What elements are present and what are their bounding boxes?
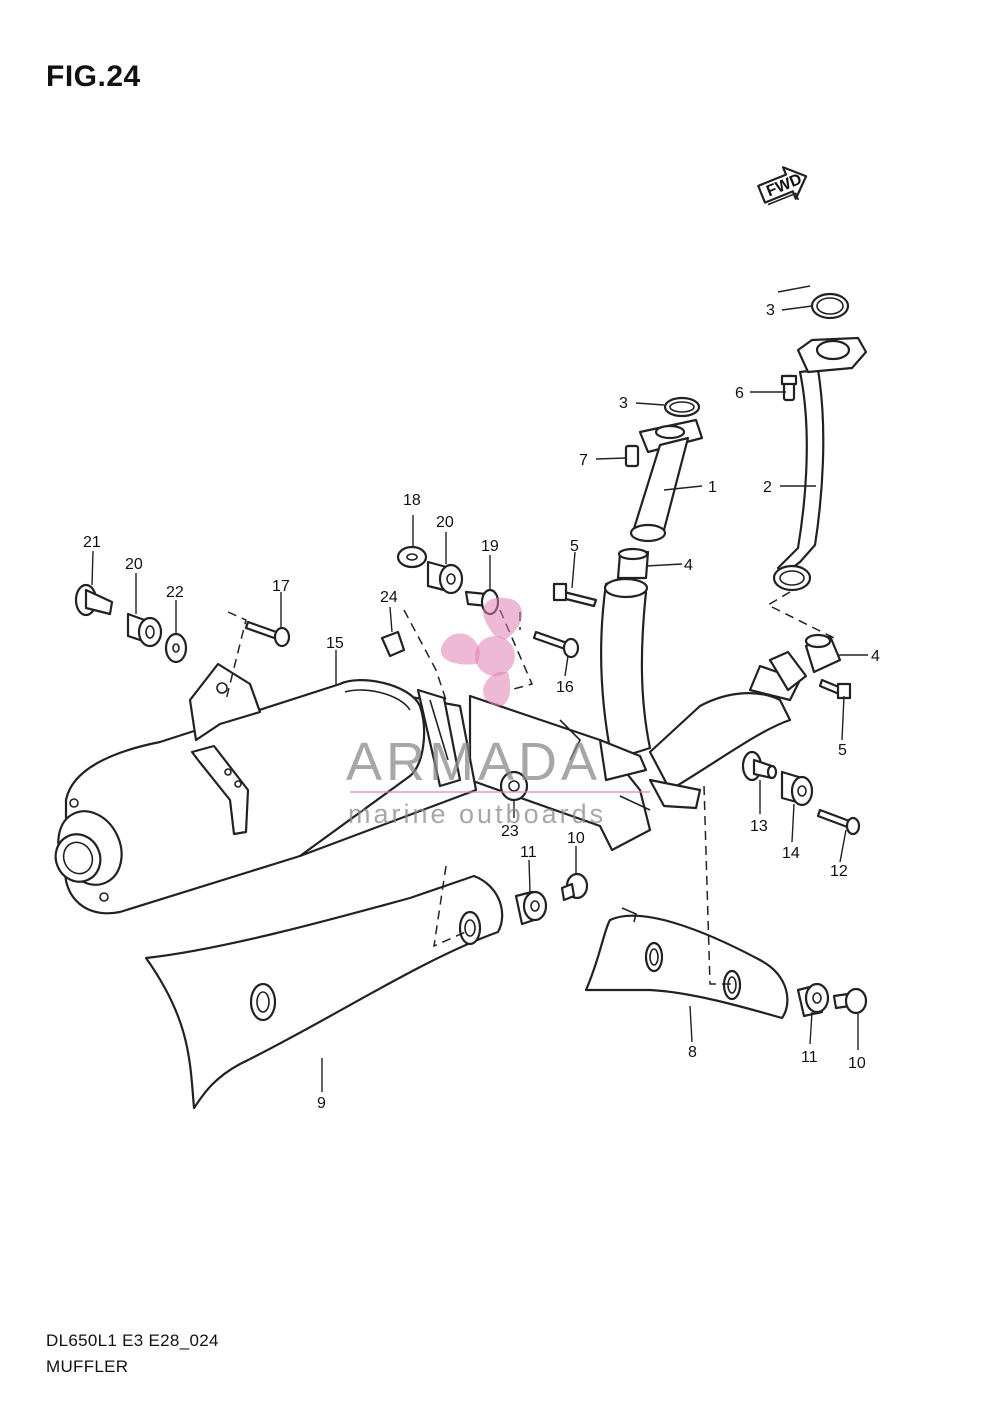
callout-24: 24 xyxy=(380,589,398,606)
part-gasket-middle xyxy=(663,396,701,418)
callout-5-middle: 5 xyxy=(570,538,579,555)
callout-8: 8 xyxy=(688,1044,697,1061)
callout-13: 13 xyxy=(750,818,768,835)
part-bolt-10-middle xyxy=(560,872,589,902)
callout-1: 1 xyxy=(708,479,717,496)
part-heat-shield-right xyxy=(584,907,789,1020)
part-silencer xyxy=(54,662,478,915)
part-gasket-right xyxy=(810,292,850,320)
part-bolt-6 xyxy=(780,374,798,402)
part-bolt-16 xyxy=(532,630,580,659)
part-bolt-12 xyxy=(816,808,861,836)
callout-11-right: 11 xyxy=(801,1049,818,1066)
callouts: 1 2 3 3 4 4 5 5 6 7 8 9 10 10 11 11 12 1… xyxy=(83,302,880,1112)
part-grommet-18 xyxy=(396,545,428,569)
part-bushing-20-left xyxy=(126,612,163,648)
callout-20-left: 20 xyxy=(125,556,143,573)
part-bushing-14 xyxy=(780,770,814,807)
callout-5-right: 5 xyxy=(838,742,847,759)
propeller-logo-icon xyxy=(440,597,523,707)
callout-22: 22 xyxy=(166,584,184,601)
callout-6: 6 xyxy=(735,385,744,402)
fwd-arrow-icon: FWD xyxy=(757,166,808,206)
callout-21: 21 xyxy=(83,534,101,551)
part-collar-13 xyxy=(741,750,778,782)
callout-3-right: 3 xyxy=(766,302,775,319)
callout-15: 15 xyxy=(326,635,344,652)
callout-11-middle: 11 xyxy=(520,844,537,861)
callout-10-right: 10 xyxy=(848,1055,866,1072)
callout-19: 19 xyxy=(481,538,499,555)
callout-17: 17 xyxy=(272,578,290,595)
leader-lines xyxy=(91,285,868,1092)
part-nut-24 xyxy=(380,630,406,658)
part-bolt-7 xyxy=(624,444,640,468)
part-bolt-5-middle xyxy=(552,582,598,608)
part-bolt-21 xyxy=(74,583,114,617)
callout-14: 14 xyxy=(782,845,800,862)
part-bolt-17 xyxy=(244,620,291,648)
callout-9: 9 xyxy=(317,1095,326,1112)
guide-line-pipe-right xyxy=(766,591,839,641)
callout-16: 16 xyxy=(556,679,574,696)
callout-20-middle: 20 xyxy=(436,514,454,531)
part-exhaust-pipe-front xyxy=(629,418,704,543)
part-bolt-10-right xyxy=(832,987,868,1015)
callout-7: 7 xyxy=(579,452,588,469)
figure-code: DL650L1 E3 E28_024 xyxy=(46,1331,219,1350)
callout-4-right: 4 xyxy=(871,648,880,665)
part-heat-shield-left xyxy=(144,874,504,1110)
watermark-tagline: marine outboards xyxy=(348,799,606,829)
part-bushing-11-right xyxy=(796,982,830,1018)
callout-18: 18 xyxy=(403,492,421,509)
callout-2: 2 xyxy=(763,479,772,496)
figure-title: FIG.24 xyxy=(46,60,141,93)
part-connector-middle xyxy=(616,547,650,580)
part-mid-pipe-assembly xyxy=(468,577,808,852)
callout-10-middle: 10 xyxy=(567,830,585,847)
part-connector-right xyxy=(804,633,842,674)
watermark: ARMADA marine outboards xyxy=(346,597,650,829)
figure-name: MUFFLER xyxy=(46,1357,129,1376)
callout-23: 23 xyxy=(501,823,519,840)
part-bushing-20-middle xyxy=(426,560,464,595)
part-bushing-11-middle xyxy=(514,890,548,926)
part-exhaust-pipe-rear xyxy=(772,336,868,592)
watermark-brand: ARMADA xyxy=(346,732,601,792)
guide-lines xyxy=(225,609,732,985)
callout-12: 12 xyxy=(830,863,848,880)
part-bolt-5-right xyxy=(818,678,852,700)
callout-4-middle: 4 xyxy=(684,557,693,574)
callout-3-middle: 3 xyxy=(619,395,628,412)
part-washer-22 xyxy=(164,632,188,664)
